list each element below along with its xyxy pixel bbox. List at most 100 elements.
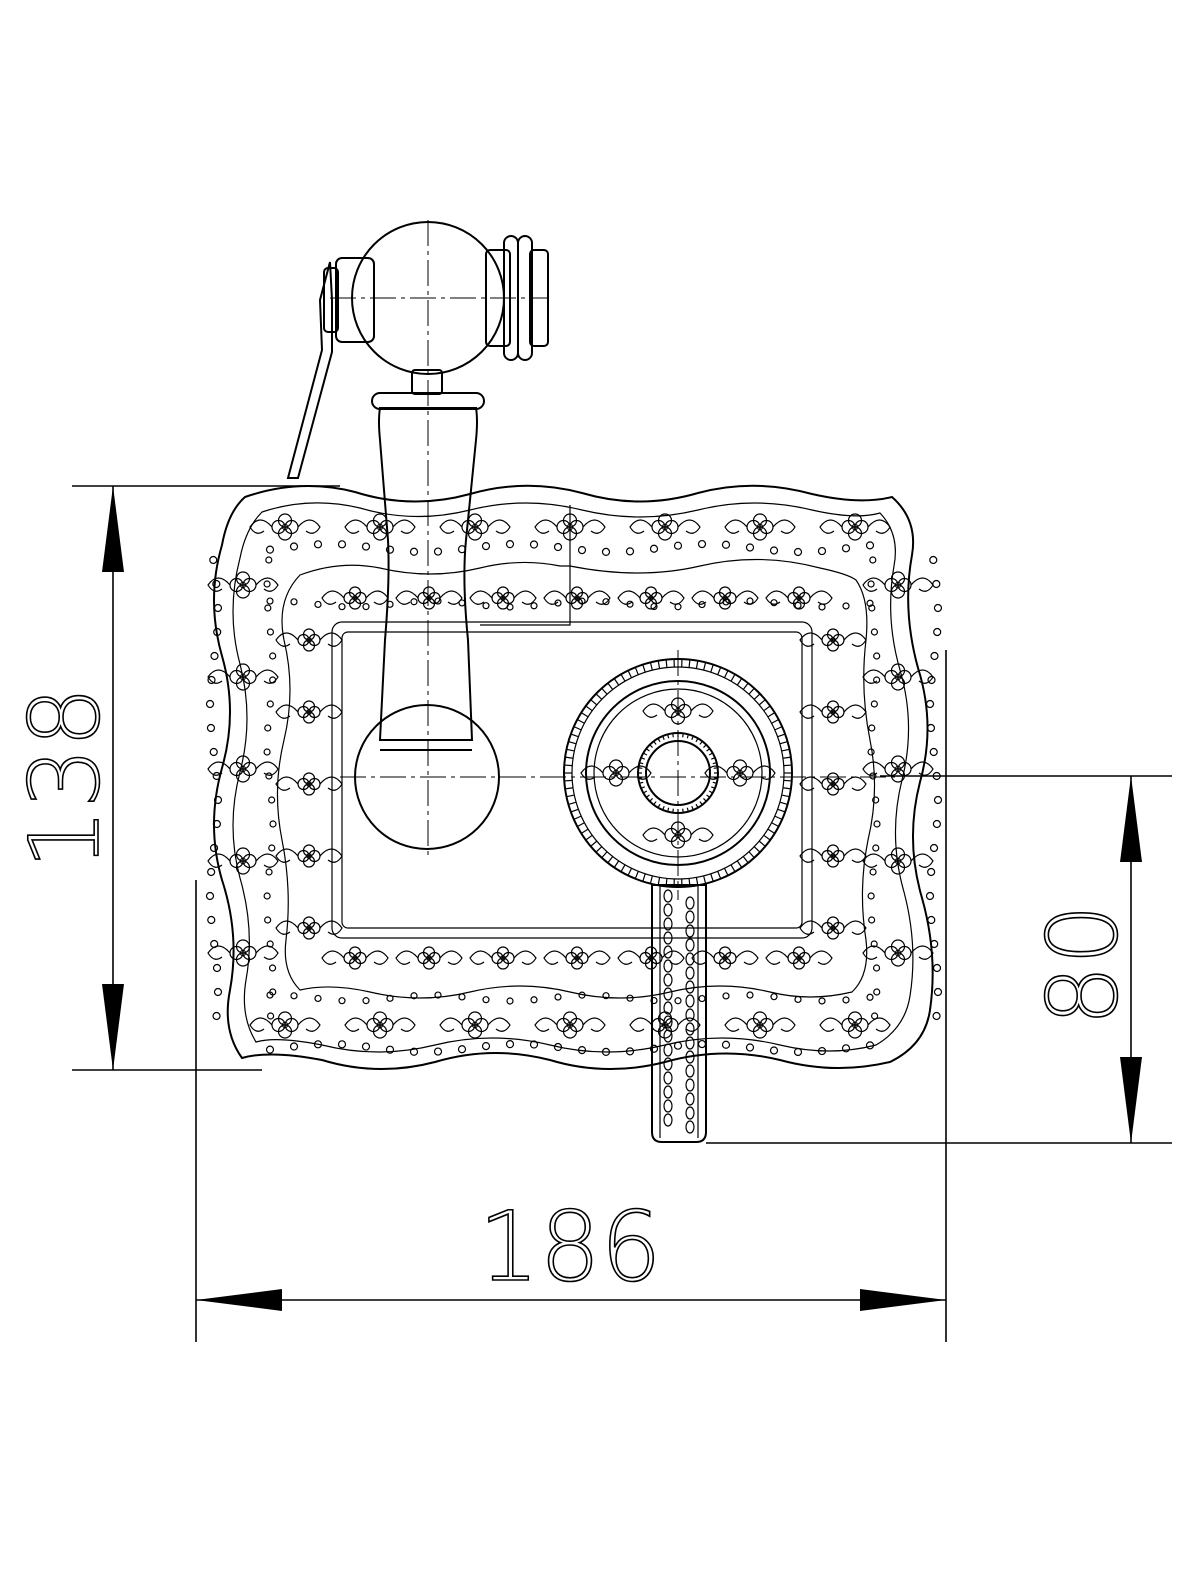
ornament xyxy=(862,847,934,875)
knurl-tick xyxy=(763,834,771,841)
gear-tooth xyxy=(703,798,707,802)
gear-tooth xyxy=(653,801,657,806)
bead-dot xyxy=(872,796,880,804)
bead-dot xyxy=(338,603,346,611)
spout-bead xyxy=(663,959,673,973)
spout-bead xyxy=(663,1113,673,1127)
bead-dot xyxy=(745,543,755,552)
bead-dot xyxy=(868,916,876,924)
bead-dot xyxy=(265,868,273,876)
scroll-right xyxy=(867,519,891,534)
bead-dot xyxy=(385,545,395,554)
gear-tooth xyxy=(708,790,713,794)
gear-tooth xyxy=(667,734,670,739)
clover-center xyxy=(830,925,836,931)
knurl-tick xyxy=(710,664,714,673)
shower-lever xyxy=(286,261,333,479)
knurl-tick xyxy=(767,712,775,718)
gear-tooth xyxy=(711,786,716,789)
bead-dot xyxy=(793,1047,803,1057)
scroll-left xyxy=(344,519,368,534)
bead-dot xyxy=(433,547,443,556)
bead-dot xyxy=(866,599,874,607)
gear-tooth xyxy=(667,807,670,812)
scroll-right xyxy=(677,1017,701,1032)
clover-center xyxy=(756,1021,764,1029)
gear-tooth xyxy=(713,767,718,769)
bead-dot xyxy=(266,628,275,636)
bead-dot xyxy=(873,676,881,684)
plate-inner-outline xyxy=(276,558,876,999)
holder-neck xyxy=(411,369,443,395)
bead-dot xyxy=(841,544,851,553)
clover-center xyxy=(574,595,580,601)
knurl-tick xyxy=(566,748,575,752)
bead-dot xyxy=(925,891,935,901)
scroll-right xyxy=(319,776,343,791)
knurl-tick xyxy=(577,718,585,724)
width-arrow-left xyxy=(196,1289,282,1311)
scroll-left xyxy=(439,519,463,534)
holder-body xyxy=(378,407,478,741)
spout-bead xyxy=(685,1036,695,1050)
bead-dot xyxy=(290,598,298,606)
clover-center xyxy=(796,595,802,601)
ornament xyxy=(275,772,343,796)
scroll-left xyxy=(344,1017,368,1032)
rosette-ornaments xyxy=(580,697,776,849)
scroll-left xyxy=(249,519,273,534)
ornament xyxy=(862,663,934,691)
scroll-right xyxy=(772,519,796,534)
gear-tooth xyxy=(686,807,689,812)
clover-center xyxy=(500,955,506,961)
ornament xyxy=(395,946,463,970)
clover-center xyxy=(566,1021,574,1029)
scroll-right xyxy=(319,848,343,863)
bead-dot xyxy=(554,599,562,607)
ornament xyxy=(765,586,833,610)
bead-dot xyxy=(207,867,216,877)
scroll-right xyxy=(735,950,759,965)
knurl-tick xyxy=(767,828,775,834)
bead-dot xyxy=(932,1011,941,1021)
bead-dot xyxy=(269,988,277,996)
bead-dot xyxy=(209,555,218,565)
gear-tooth xyxy=(691,806,694,811)
clover-center xyxy=(239,581,247,589)
gear-tooth xyxy=(712,762,717,765)
gear-tooth xyxy=(662,735,665,740)
ornament xyxy=(691,946,759,970)
bead-dot xyxy=(867,580,875,588)
scroll-right xyxy=(365,950,389,965)
scroll-left xyxy=(642,827,666,842)
spout-bead xyxy=(663,889,673,903)
bead-dot xyxy=(842,996,850,1004)
bead-dot xyxy=(265,772,273,780)
scroll-right xyxy=(677,519,701,534)
bead-dot xyxy=(793,547,803,557)
clover-center xyxy=(830,637,836,643)
clover-center xyxy=(281,1021,289,1029)
bead-dot xyxy=(697,539,707,549)
knurl-tick xyxy=(763,705,771,712)
bead-dot xyxy=(269,820,277,828)
clover-center xyxy=(352,595,358,601)
scroll-right xyxy=(661,590,685,605)
bead-dot xyxy=(268,796,276,804)
hand-shower xyxy=(286,220,549,860)
bead-dot xyxy=(482,996,490,1004)
ornament xyxy=(469,586,537,610)
spout-bead xyxy=(663,987,673,1001)
bead-dot xyxy=(929,747,938,757)
scroll-left xyxy=(862,853,886,868)
scroll-left xyxy=(799,632,823,647)
bead-dot xyxy=(577,545,587,555)
bead-dot xyxy=(602,598,610,606)
gear-tooth xyxy=(695,738,699,743)
bead-dot xyxy=(626,994,634,1002)
bead-dot xyxy=(817,546,827,556)
scroll-left xyxy=(207,577,231,592)
knurl-tick xyxy=(601,851,608,859)
bead-dot xyxy=(386,994,394,1002)
ornament xyxy=(819,513,891,541)
